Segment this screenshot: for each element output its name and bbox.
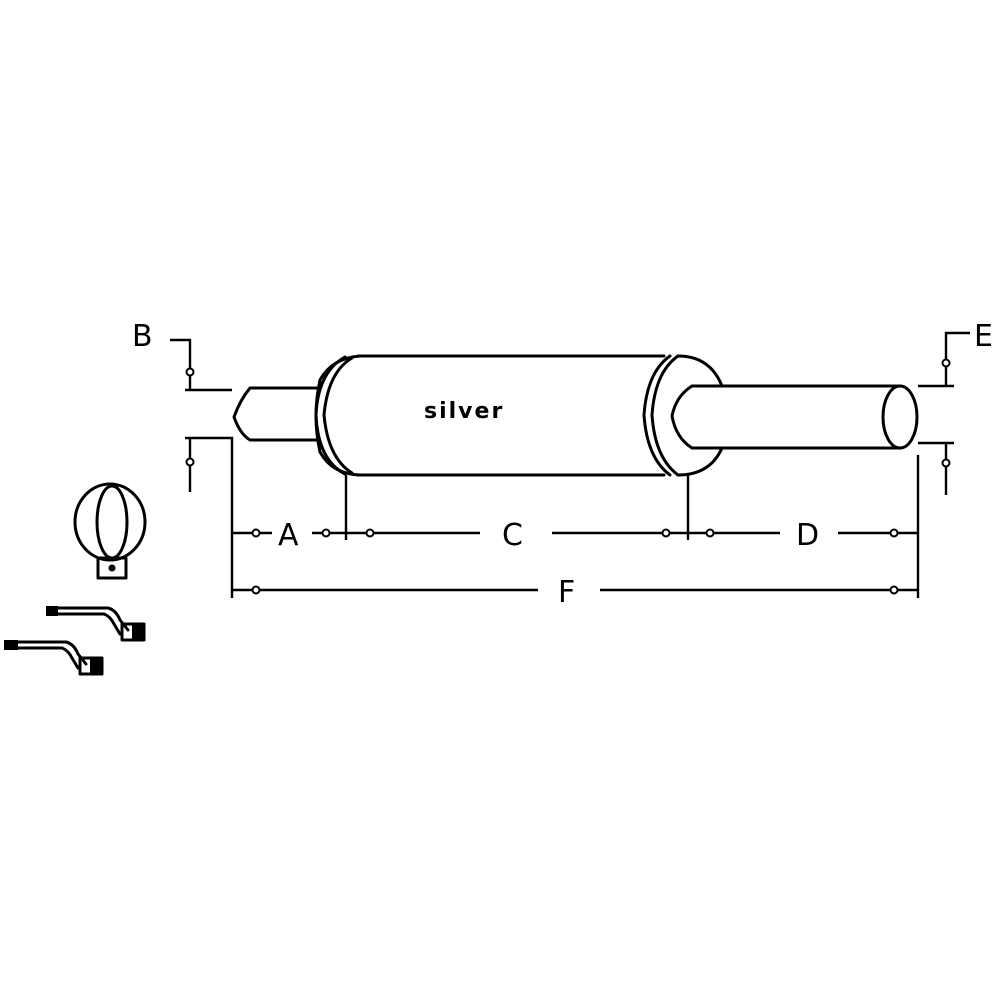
bracket-icon: [4, 640, 104, 676]
outlet-pipe: [670, 384, 919, 450]
dimension-f: F: [232, 575, 918, 610]
label-d: D: [796, 518, 819, 553]
label-c: C: [502, 518, 523, 553]
muffler-body: silver: [314, 354, 724, 477]
dimension-b: B: [132, 319, 234, 598]
inlet-pipe: [232, 386, 318, 442]
bracket-icon: [46, 606, 146, 642]
label-a: A: [278, 518, 299, 553]
label-e: E: [974, 319, 993, 354]
label-f: F: [558, 575, 575, 610]
brand-label: silver: [424, 399, 504, 424]
dimension-row-acd: A C D: [232, 518, 918, 553]
clamp-icon: [73, 482, 147, 580]
label-b: B: [132, 319, 153, 354]
dimension-e: E: [916, 319, 993, 598]
